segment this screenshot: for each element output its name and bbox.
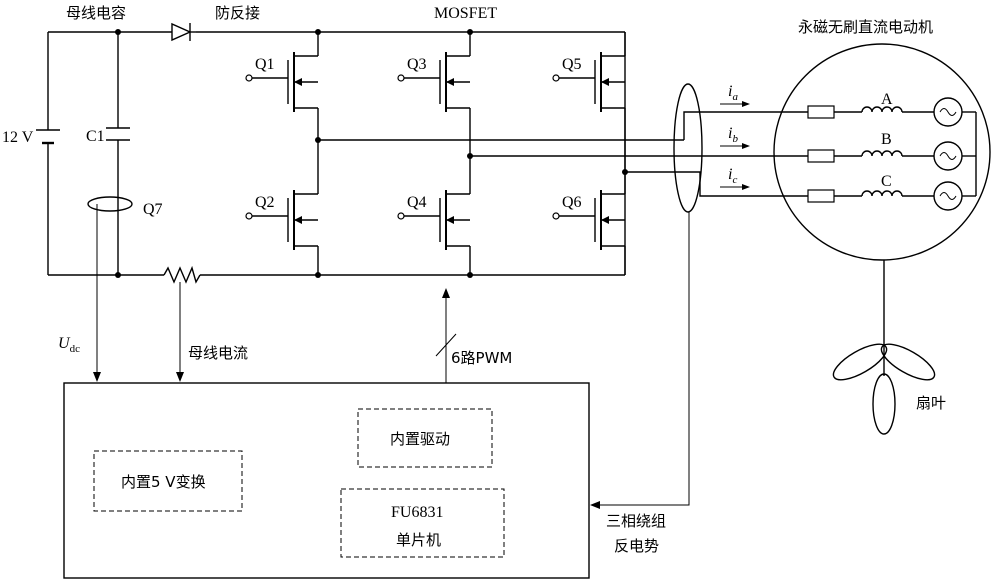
power-converter-label: 内置5 V变换 [121,473,206,491]
mosfet-q5: Q5 [552,32,626,172]
bus-current-label: 母线电流 [188,344,248,362]
motor-title: 永磁无刷直流电动机 [798,18,933,36]
phase-resistance [807,189,835,203]
bus-capacitor-label: 母线电容 [66,4,126,22]
gate-driver-block [357,408,493,468]
controller-box [63,382,590,579]
mcu-type-label: 单片机 [396,531,441,549]
winding-label-b: B [881,131,892,148]
current-label-b: ib [728,125,738,145]
junction-dots [115,29,628,278]
current-label-c: ic [728,166,737,186]
phase-current-arrows [720,101,750,190]
pwm-arrow [442,288,450,298]
phase-inductance [861,150,903,157]
capacitor-c1 [106,127,130,141]
pwm-label: 6路PWM [451,349,512,367]
udc-label: Udc [58,335,80,355]
mosfet-label-q4: Q4 [407,194,427,211]
mosfet-label-q1: Q1 [255,56,275,73]
mosfet-q6: Q6 [552,172,626,275]
motor-phase-a [807,97,976,127]
mosfet-label-q6: Q6 [562,194,582,211]
current-label-a: ia [728,83,738,103]
battery-voltage-label: 12 V [2,129,34,146]
reverse-protection-diode [171,22,196,42]
gate-driver-label: 内置驱动 [390,430,450,448]
mosfet-label: MOSFET [434,5,497,22]
bemf-label-line2: 反电势 [614,537,659,555]
mosfet-q3: Q3 [397,32,471,156]
winding-label-c: C [881,173,892,190]
phase-resistance [807,149,835,163]
power-converter-block [93,450,243,512]
mosfet-q1: Q1 [245,32,319,140]
dc-bus-wiring [47,31,626,276]
phase-inductance [861,106,903,113]
shunt-resistor [163,265,201,284]
bemf-arrow [590,501,600,509]
mosfet-q4: Q4 [397,156,471,275]
winding-label-a: A [881,91,893,108]
phase-inductance [861,190,903,197]
udc-arrow [93,372,101,382]
motor-windings [807,97,976,211]
fan-blades [832,343,936,435]
bus-current-arrow [176,372,184,382]
mosfet-q2: Q2 [245,140,319,275]
pwm-bus-slash [435,333,457,357]
c1-label: C1 [86,128,105,145]
motor-phase-b [807,141,976,171]
motor-housing [773,43,991,261]
mcu-model-label: FU6831 [391,504,443,521]
mcu-block [340,488,505,558]
mosfet-label-q2: Q2 [255,194,275,211]
bemf-feedback-wire [598,212,690,506]
fan-label: 扇叶 [916,394,946,412]
mosfet-label-q3: Q3 [407,56,427,73]
q7-label: Q7 [143,201,163,218]
bemf-sense-ellipse [673,83,703,213]
mosfet-label-q5: Q5 [562,56,582,73]
motor-phase-c [807,181,976,211]
battery-symbol [36,129,60,145]
q7-current-sensor [87,196,133,212]
phase-resistance [807,105,835,119]
reverse-protection-label: 防反接 [215,4,260,22]
bemf-label-line1: 三相绕组 [606,512,666,530]
